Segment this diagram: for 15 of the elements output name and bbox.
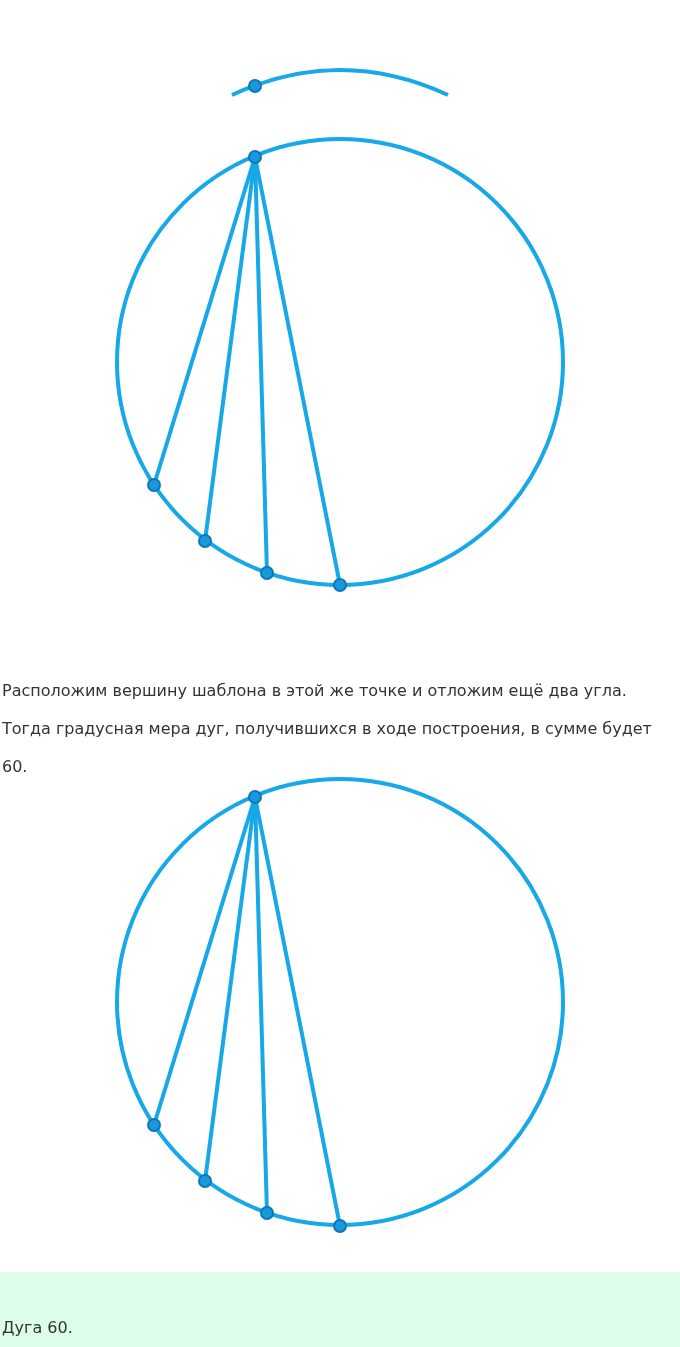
point-dot (333, 1219, 347, 1233)
answer-text: Дуга 60. (2, 1318, 73, 1337)
point-dot (248, 790, 262, 804)
point-dot (198, 1174, 212, 1188)
explanation-text: Расположим вершину шаблона в этой же точке и отложим ещё два угла. Тогда градусная мера дуг, получившихся в ходе построения, в сумме будет 60. (2, 680, 653, 778)
point-dot (248, 150, 262, 164)
point-dot (248, 79, 262, 93)
point-dot (260, 566, 274, 580)
chord-line (254, 162, 341, 580)
point-dot (260, 1206, 274, 1220)
point-dot (147, 478, 161, 492)
point-dot (333, 578, 347, 592)
chord-line (254, 802, 341, 1221)
point-dot (198, 534, 212, 548)
point-dot (147, 1118, 161, 1132)
